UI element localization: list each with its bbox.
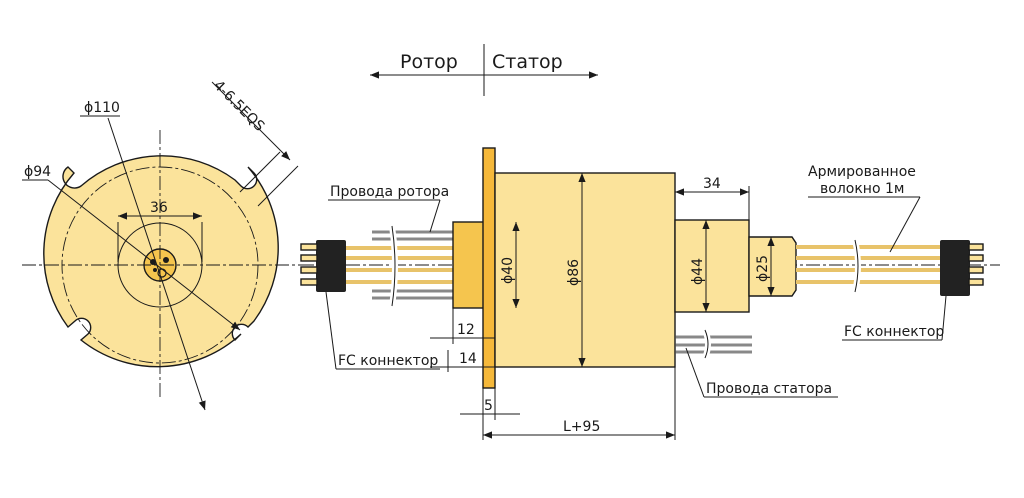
rotor-wires-label: Провода ротора: [330, 184, 449, 200]
end-view: ϕ110 ϕ94 36 4-6.5EQS: [22, 78, 300, 411]
mounting-flange: [482, 147, 496, 389]
header-rotor-stator: Ротор Статор: [370, 44, 598, 96]
fiber-label-line2: волокно 1м: [820, 181, 904, 197]
d86-label: ϕ86: [566, 259, 582, 286]
main-body: [494, 172, 676, 368]
rotor-wires-leader: [429, 199, 441, 233]
rotor-hub: [452, 221, 486, 309]
fc-left-label: FC коннектор: [338, 353, 438, 369]
slot-leader-b: [257, 165, 299, 207]
d25-label: ϕ25: [755, 255, 771, 282]
stator-wires-leader: [685, 347, 705, 398]
d44-label: ϕ44: [690, 258, 706, 285]
fiber-label-line1: Армированное: [808, 164, 916, 180]
fc-connector-right: [940, 240, 984, 296]
fc-right-label: FC коннектор: [844, 324, 944, 340]
stator-wire-bundle: [675, 328, 752, 360]
len14-label: 14: [459, 351, 477, 367]
fiber-port: [163, 257, 169, 263]
slot-spec-label: 4-6.5EQS: [210, 78, 267, 135]
stator-wires-label: Провода статора: [706, 381, 832, 397]
fiber-port: [153, 268, 157, 272]
header-stator-label: Статор: [492, 51, 563, 73]
lenL-label: L+95: [563, 419, 600, 435]
header-rotor-label: Ротор: [400, 51, 458, 73]
slot-spec-leader: [211, 81, 291, 161]
d94-label: ϕ94: [24, 164, 51, 180]
len12-label: 12: [457, 322, 475, 338]
d110-leader: [107, 117, 206, 411]
rotor-wire-bundle: [345, 225, 455, 307]
d110-label: ϕ110: [84, 100, 120, 116]
side-view: ϕ40 ϕ86 ϕ44 ϕ25 34 12 14 5 L+95 Провода …: [300, 147, 1000, 440]
fiber-label-leader: [889, 196, 921, 253]
fc-connector-left: [300, 240, 346, 292]
d40-label: ϕ40: [500, 257, 516, 284]
armored-fiber: [796, 239, 945, 293]
slot-leader-a: [239, 151, 281, 193]
len34-label: 34: [703, 176, 721, 192]
len5-label: 5: [484, 398, 493, 414]
fc-right-leader: [941, 295, 947, 341]
w36-label: 36: [150, 200, 168, 216]
fc-left-leader: [325, 291, 337, 370]
stator-hub: [674, 219, 750, 313]
d94-leader: [47, 179, 241, 331]
